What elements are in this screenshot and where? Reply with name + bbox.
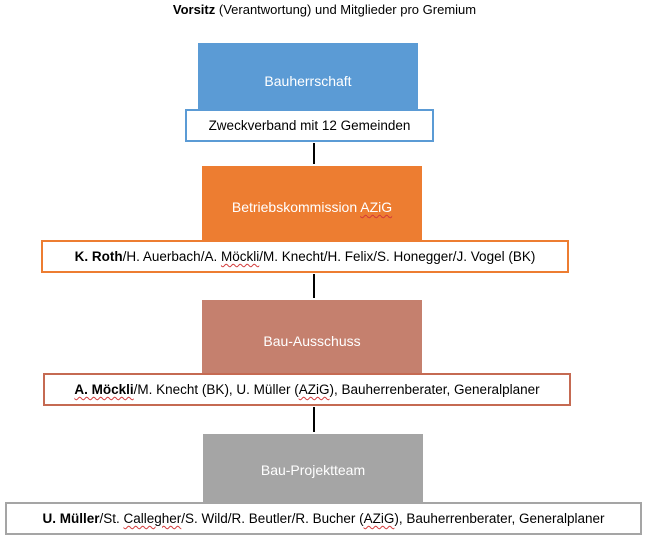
members-bau-ausschuss-a: /M. Knecht (BK), U. Müller ( bbox=[133, 382, 299, 397]
members-bau-ausschuss-text: A. Möckli/M. Knecht (BK), U. Müller (AZi… bbox=[74, 382, 539, 397]
connector-2 bbox=[313, 274, 315, 298]
box-betriebskommission: Betriebskommission AZiG bbox=[202, 166, 422, 252]
members-bau-projektteam-squig2: AZiG bbox=[363, 511, 395, 526]
box-bauherrschaft-label: Bauherrschaft bbox=[264, 73, 352, 89]
members-betriebskommission: K. Roth/H. Auerbach/A. Möckli/M. Knecht/… bbox=[41, 240, 569, 273]
connector-1 bbox=[313, 143, 315, 164]
chair-mueller: U. Müller bbox=[42, 511, 100, 526]
members-bau-projektteam-c: ), Bauherrenberater, Generalplaner bbox=[394, 511, 605, 526]
members-bauherrschaft-text: Zweckverband mit 12 Gemeinden bbox=[208, 118, 411, 133]
members-betriebskommission-b: /M. Knecht/H. Felix/S. Honegger/J. Vogel… bbox=[259, 249, 536, 264]
members-bau-ausschuss-squig: AZiG bbox=[298, 382, 330, 397]
box-betriebskommission-azig: AZiG bbox=[360, 199, 393, 215]
members-bau-projektteam: U. Müller/St. Callegher/S. Wild/R. Beutl… bbox=[5, 502, 642, 535]
members-betriebskommission-squig: Möckli bbox=[220, 249, 260, 264]
box-bau-projektteam-label: Bau-Projektteam bbox=[260, 462, 366, 478]
members-bau-projektteam-b: /S. Wild/R. Beutler/R. Bucher ( bbox=[181, 511, 364, 526]
members-bau-projektteam-squig: Callegher bbox=[123, 511, 182, 526]
box-bau-ausschuss-label: Bau-Ausschuss bbox=[263, 333, 361, 349]
members-bau-ausschuss: A. Möckli/M. Knecht (BK), U. Müller (AZi… bbox=[43, 373, 571, 406]
members-betriebskommission-a: /H. Auerbach/A. bbox=[122, 249, 221, 264]
members-betriebskommission-text: K. Roth/H. Auerbach/A. Möckli/M. Knecht/… bbox=[75, 249, 536, 264]
members-bauherrschaft: Zweckverband mit 12 Gemeinden bbox=[185, 109, 434, 142]
box-betriebskommission-prefix: Betriebskommission bbox=[231, 199, 361, 215]
box-betriebskommission-label: Betriebskommission AZiG bbox=[232, 199, 392, 215]
chair-roth: K. Roth bbox=[74, 249, 123, 264]
box-bau-ausschuss: Bau-Ausschuss bbox=[202, 300, 422, 386]
members-bau-ausschuss-b: ), Bauherrenberater, Generalplaner bbox=[329, 382, 540, 397]
members-bau-projektteam-a: /St. bbox=[99, 511, 124, 526]
title-bold: Vorsitz bbox=[172, 2, 216, 17]
title-rest: (Verantwortung) und Mitglieder pro Gremi… bbox=[215, 2, 477, 17]
diagram-title: Vorsitz (Verantwortung) und Mitglieder p… bbox=[0, 2, 649, 18]
chair-moeckli-text: A. Möckli bbox=[74, 382, 134, 397]
chair-moeckli: A. Möckli bbox=[74, 382, 133, 397]
connector-3 bbox=[313, 407, 315, 432]
members-bau-projektteam-text: U. Müller/St. Callegher/S. Wild/R. Beutl… bbox=[42, 511, 604, 526]
box-bau-projektteam: Bau-Projektteam bbox=[203, 434, 423, 514]
